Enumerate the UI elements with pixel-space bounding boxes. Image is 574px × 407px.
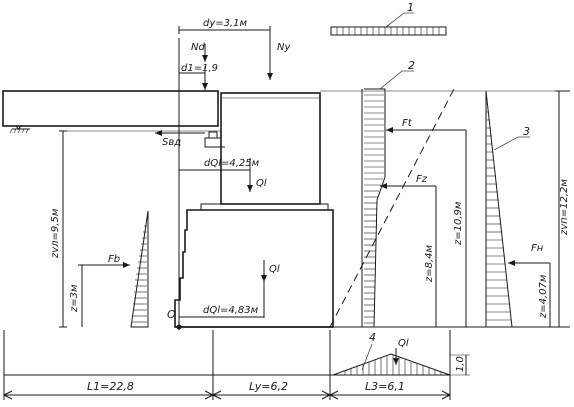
svg-text:d1=1,9: d1=1,9 [181, 63, 218, 74]
svg-text:Fz: Fz [416, 174, 428, 185]
svg-text:z=10,9м: z=10,9м [453, 201, 464, 246]
dim-dql1: dQl=4,25м Ql [179, 158, 267, 192]
svg-text:1: 1 [407, 1, 414, 14]
dim-ly-label: Ly=6,2 [249, 380, 288, 393]
dim-z109: z=10,9м [453, 130, 467, 327]
svg-text:dQl=4,83м: dQl=4,83м [203, 305, 259, 316]
load-ny: Ny [267, 42, 291, 80]
dim-zvp: zvп=12,2м [555, 90, 570, 328]
svg-text:Ny: Ny [277, 42, 291, 53]
left-pressure-diagram [130, 210, 149, 328]
svg-text:Sвд: Sвд [162, 137, 181, 148]
svg-text:4: 4 [369, 331, 376, 344]
pressure-diagram-4: 4 Ql [332, 331, 451, 376]
load-ql2: Ql [261, 260, 280, 318]
dim-z407: z=4,07м [538, 263, 551, 327]
svg-text:dQl=4,25м: dQl=4,25м [204, 158, 260, 169]
dim-h10: 1,0 [450, 354, 470, 376]
pressure-diagram-3: 3 [485, 90, 530, 328]
force-svd: Sвд [63, 130, 220, 148]
bottom-dimension-line [3, 374, 451, 400]
left-support [9, 125, 30, 134]
dim-dy: dy=3,1м [178, 18, 271, 34]
svg-text:z=4,07м: z=4,07м [538, 274, 549, 319]
load-strip-1: 1 [330, 1, 447, 36]
svg-text:Ql: Ql [256, 178, 267, 189]
force-fh: Fн [508, 243, 550, 266]
dim-dql2: dQl=4,83м [179, 305, 264, 318]
svg-text:zvл=9,5м: zvл=9,5м [50, 208, 61, 259]
abutment [174, 92, 334, 328]
bridge-span [2, 90, 219, 127]
force-ft: Ft [386, 118, 466, 133]
svg-text:z=3м: z=3м [69, 284, 80, 313]
force-fz: Fz z=8,4м [380, 174, 437, 327]
dim-zvl: zvл=9,5м [50, 130, 67, 328]
svg-text:Ql: Ql [398, 338, 409, 349]
load-nd: Nd [191, 42, 208, 62]
svg-text:dy=3,1м: dy=3,1м [203, 18, 248, 29]
force-fb: Fb [100, 254, 130, 268]
svg-text:3: 3 [523, 125, 530, 138]
svg-text:Fb: Fb [108, 254, 120, 265]
svg-text:Nd: Nd [191, 42, 205, 53]
dashed-diagonal [329, 88, 455, 328]
svg-text:Ft: Ft [402, 118, 413, 129]
dim-l3-label: L3=6,1 [365, 380, 405, 393]
svg-text:2: 2 [408, 59, 415, 72]
pressure-diagram-2: 2 [361, 59, 415, 328]
dim-d1: d1=1,9 [179, 63, 218, 90]
svg-text:1,0: 1,0 [455, 356, 466, 372]
dim-z3: z=3м [69, 264, 130, 327]
svg-text:Fн: Fн [531, 243, 544, 254]
svg-text:Ql: Ql [269, 264, 280, 275]
dim-l1-label: L1=22,8 [87, 380, 134, 393]
svg-text:z=8,4м: z=8,4м [424, 244, 435, 283]
origin-label: O [167, 308, 176, 321]
svg-text:zvп=12,2м: zvп=12,2м [559, 179, 570, 236]
